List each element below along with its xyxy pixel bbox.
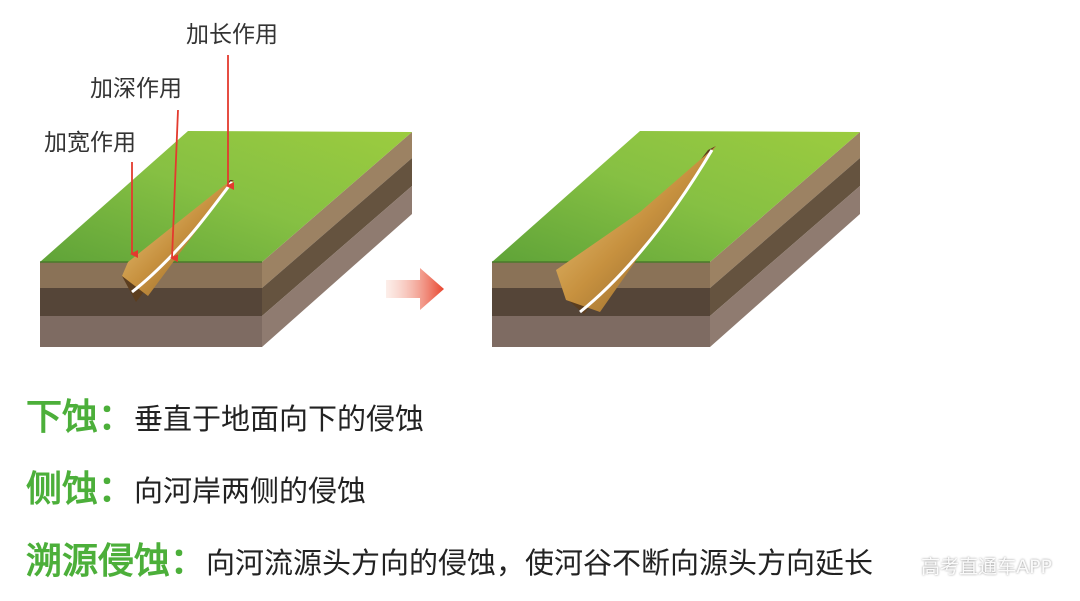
left-front-layer-2 bbox=[40, 288, 262, 316]
right-front-layer-3 bbox=[492, 316, 710, 347]
term-row-downcutting: 下蚀：垂直于地面向下的侵蚀 bbox=[26, 388, 424, 440]
left-side-layer-3 bbox=[262, 186, 412, 347]
left-river bbox=[131, 181, 234, 294]
label-lengthen: 加长作用 bbox=[186, 22, 278, 48]
definition-lateral-erosion: 向河岸两侧的侵蚀 bbox=[134, 474, 367, 508]
right-valley bbox=[556, 146, 716, 312]
label-widen: 加宽作用 bbox=[44, 130, 136, 156]
left-side-layer-1 bbox=[262, 132, 412, 288]
right-river bbox=[579, 149, 714, 314]
term-row-lateral-erosion: 侧蚀：向河岸两侧的侵蚀 bbox=[26, 460, 366, 512]
right-side-layer-2 bbox=[710, 158, 860, 316]
left-terrain-block bbox=[40, 55, 412, 347]
term-row-headward-erosion: 溯源侵蚀：向河流源头方向的侵蚀，使河谷不断向源头方向延长 bbox=[26, 532, 873, 584]
right-side-layer-3 bbox=[710, 186, 860, 347]
term-downcutting: 下蚀： bbox=[26, 397, 135, 438]
definition-headward-erosion: 向河流源头方向的侵蚀，使河谷不断向源头方向延长 bbox=[206, 546, 874, 580]
watermark: 高考直通车APP bbox=[921, 556, 1052, 578]
right-terrain-block bbox=[492, 131, 860, 347]
left-front-layer-3 bbox=[40, 316, 262, 347]
label-deepen: 加深作用 bbox=[90, 76, 182, 102]
term-headward-erosion: 溯源侵蚀： bbox=[26, 541, 207, 582]
definition-downcutting: 垂直于地面向下的侵蚀 bbox=[134, 402, 425, 436]
transition-arrow bbox=[386, 268, 444, 310]
deepen-arrow bbox=[170, 109, 179, 263]
left-grass-surface bbox=[40, 131, 412, 262]
right-side-layer-1 bbox=[710, 132, 860, 288]
left-side-layer-2 bbox=[262, 158, 412, 316]
left-valley bbox=[122, 180, 234, 296]
term-lateral-erosion: 侧蚀： bbox=[26, 469, 135, 510]
river-erosion-diagram: 加长作用 加深作用 加宽作用 bbox=[40, 22, 860, 347]
